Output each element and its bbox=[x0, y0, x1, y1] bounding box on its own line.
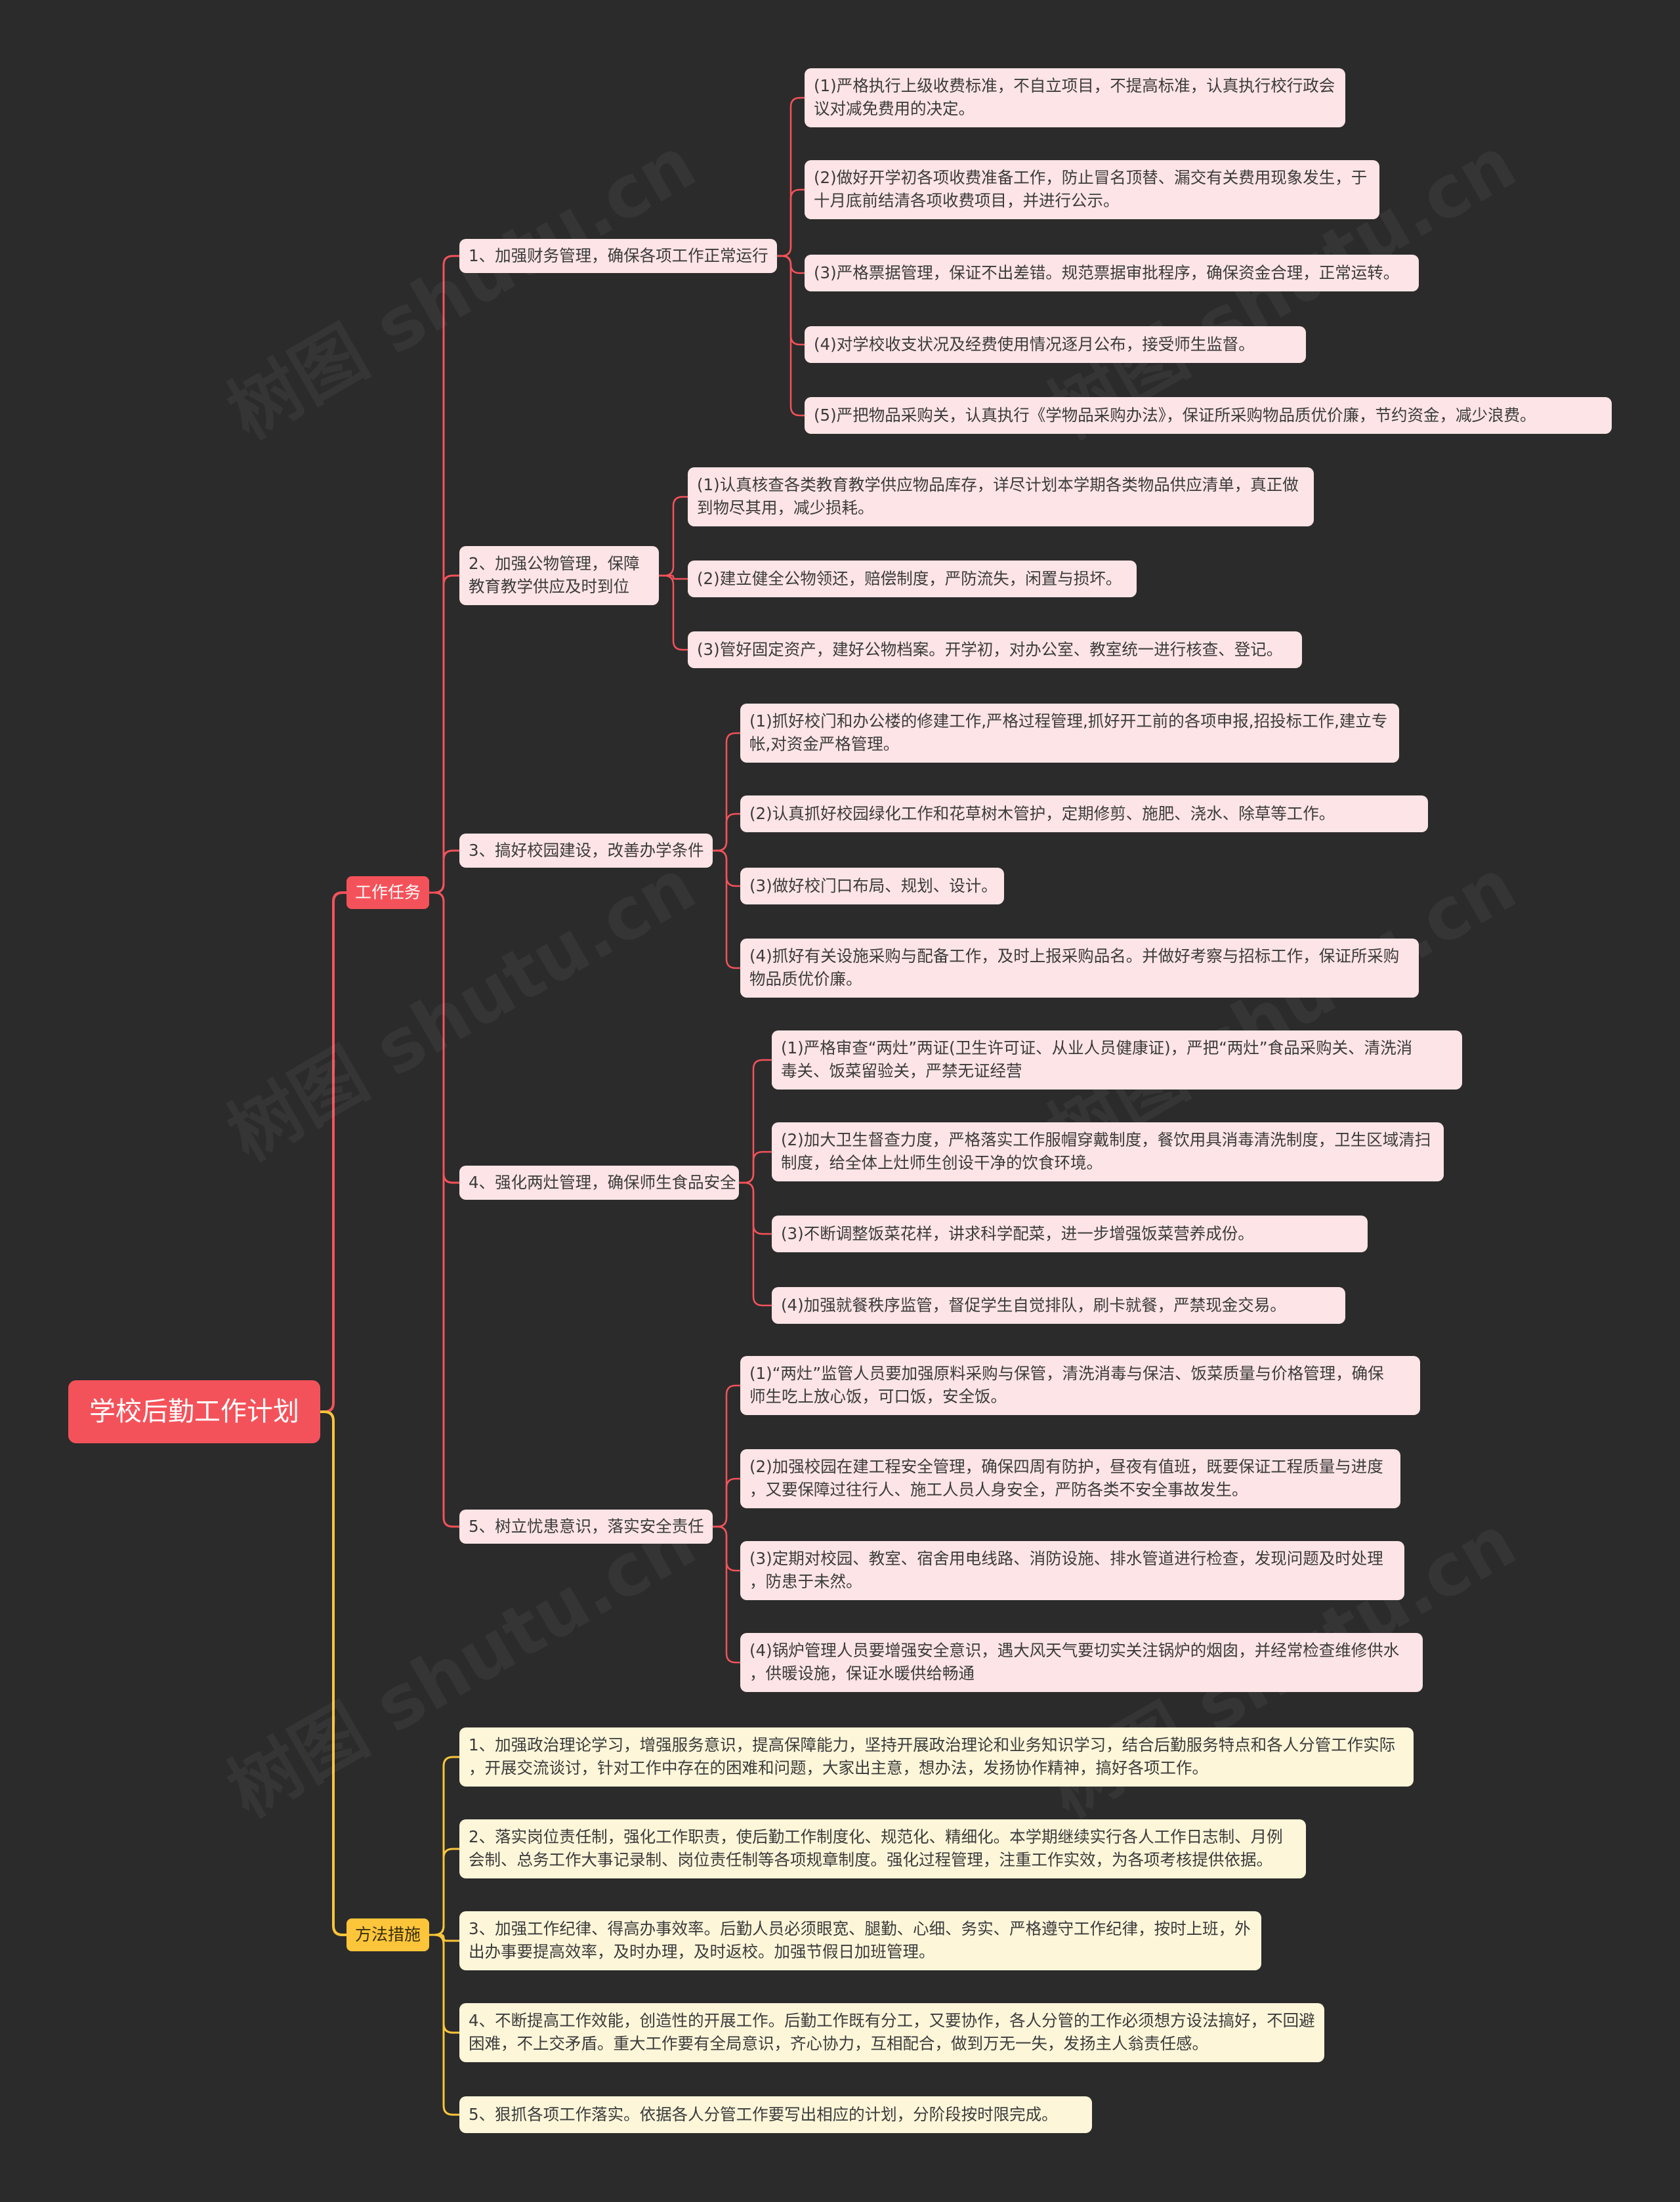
connector-line bbox=[738, 1059, 773, 1184]
subtopic-canteen-management[interactable]: 4、强化两灶管理，确保师生食品安全 bbox=[459, 1166, 739, 1200]
connector-line bbox=[711, 1477, 742, 1528]
method-item[interactable]: 4、不断提高工作效能，创造性的开展工作。后勤工作既有分工，又要协作，各人分管的工… bbox=[459, 2003, 1324, 2062]
connector-line bbox=[711, 849, 742, 969]
connector-line bbox=[428, 1934, 461, 1942]
leaf-item[interactable]: (3)定期对校园、教室、宿舍用电线路、消防设施、排水管道进行检查，发现问题及时处… bbox=[740, 1541, 1404, 1600]
method-item[interactable]: 2、落实岗位责任制，强化工作职责，使后勤工作制度化、规范化、精细化。本学期继续实… bbox=[459, 1819, 1306, 1878]
leaf-item[interactable]: (3)做好校门口布局、规划、设计。 bbox=[740, 868, 1004, 904]
leaf-item[interactable]: (1)“两灶”监管人员要加强原料采购与保管，清洗消毒与保洁、饭菜质量与价格管理，… bbox=[740, 1356, 1420, 1415]
connector-line bbox=[428, 849, 461, 894]
subtopic-campus-construction[interactable]: 3、搞好校园建设，改善办学条件 bbox=[459, 834, 713, 868]
connector-line bbox=[776, 188, 806, 257]
connector-line bbox=[738, 1181, 773, 1307]
branch-work-tasks[interactable]: 工作任务 bbox=[346, 876, 429, 909]
leaf-item[interactable]: (4)锅炉管理人员要增强安全意识，遇大风天气要切实关注锅炉的烟囱，并经常检查维修… bbox=[740, 1633, 1423, 1692]
method-item[interactable]: 1、加强政治理论学习，增强服务意识，提高保障能力，坚持开展政治理论和业务知识学习… bbox=[459, 1727, 1414, 1787]
connector-line bbox=[428, 1848, 461, 1936]
leaf-item[interactable]: (4)抓好有关设施采购与配备工作，及时上报采购品名。并做好考察与招标工作，保证所… bbox=[740, 939, 1419, 998]
leaf-item[interactable]: (5)严把物品采购关，认真执行《学物品采购办法》，保证所采购物品质优价廉，节约资… bbox=[805, 397, 1612, 434]
connector-line bbox=[319, 1410, 348, 1936]
connector-line bbox=[776, 255, 806, 417]
leaf-item[interactable]: (2)加强校园在建工程安全管理，确保四周有防护，昼夜有值班，既要保证工程质量与进… bbox=[740, 1449, 1400, 1508]
leaf-item[interactable]: (1)严格执行上级收费标准，不自立项目，不提高标准，认真执行校行政会 议对减免费… bbox=[805, 68, 1345, 127]
connector-line bbox=[428, 574, 461, 894]
connector-line bbox=[319, 891, 348, 1413]
method-item[interactable]: 5、狠抓各项工作落实。依据各人分管工作要写出相应的计划，分阶段按时限完成。 bbox=[459, 2096, 1092, 2133]
branch-methods[interactable]: 方法措施 bbox=[346, 1918, 429, 1951]
leaf-item[interactable]: (1)严格审查“两灶”两证(卫生许可证、从业人员健康证)，严把“两灶”食品采购关… bbox=[772, 1030, 1462, 1090]
subtopic-finance[interactable]: 1、加强财务管理，确保各项工作正常运行 bbox=[459, 239, 777, 273]
root-topic[interactable]: 学校后勤工作计划 bbox=[68, 1380, 320, 1443]
connector-line bbox=[658, 574, 689, 580]
leaf-item[interactable]: (2)认真抓好校园绿化工作和花草树木管护，定期修剪、施肥、浇水、除草等工作。 bbox=[740, 795, 1428, 832]
leaf-item[interactable]: (1)认真核查各类教育教学供应物品库存，详尽计划本学期各类物品供应清单，真正做 … bbox=[688, 467, 1314, 526]
leaf-item[interactable]: (4)加强就餐秩序监管，督促学生自觉排队，刷卡就餐，严禁现金交易。 bbox=[772, 1287, 1345, 1324]
connector-line bbox=[711, 813, 742, 852]
leaf-item[interactable]: (3)不断调整饭菜花样，讲求科学配菜，进一步增强饭菜营养成份。 bbox=[772, 1216, 1368, 1252]
leaf-item[interactable]: (1)抓好校门和办公楼的修建工作,严格过程管理,抓好开工前的各项申报,招投标工作… bbox=[740, 704, 1399, 763]
leaf-item[interactable]: (3)管好固定资产，建好公物档案。开学初，对办公室、教室统一进行核查、登记。 bbox=[688, 631, 1302, 668]
connector-line bbox=[658, 496, 689, 577]
leaf-item[interactable]: (4)对学校收支状况及经费使用情况逐月公布，接受师生监督。 bbox=[805, 326, 1306, 363]
connector-line bbox=[658, 574, 689, 651]
leaf-item[interactable]: (2)加大卫生督查力度，严格落实工作服帽穿戴制度，餐饮用具消毒清洗制度，卫生区域… bbox=[772, 1122, 1444, 1181]
leaf-item[interactable]: (3)严格票据管理，保证不出差错。规范票据审批程序，确保资金合理，正常运转。 bbox=[805, 255, 1419, 291]
connector-line bbox=[428, 891, 461, 1528]
connector-line bbox=[428, 1934, 461, 2116]
connector-line bbox=[738, 1151, 773, 1184]
method-item[interactable]: 3、加强工作纪律、得高办事效率。后勤人员必须眼宽、腿勤、心细、务实、严格遵守工作… bbox=[459, 1911, 1261, 1970]
connector-line bbox=[738, 1181, 773, 1235]
leaf-item[interactable]: (2)建立健全公物领还，赔偿制度，严防流失，闲置与损坏。 bbox=[688, 561, 1137, 597]
connector-line bbox=[711, 1525, 742, 1664]
leaf-item[interactable]: (2)做好开学初各项收费准备工作，防止冒名顶替、漏交有关费用现象发生，于 十月底… bbox=[805, 160, 1379, 219]
subtopic-public-property[interactable]: 2、加强公物管理，保障 教育教学供应及时到位 bbox=[459, 546, 659, 605]
subtopic-safety-responsibility[interactable]: 5、树立忧患意识，落实安全责任 bbox=[459, 1510, 713, 1544]
